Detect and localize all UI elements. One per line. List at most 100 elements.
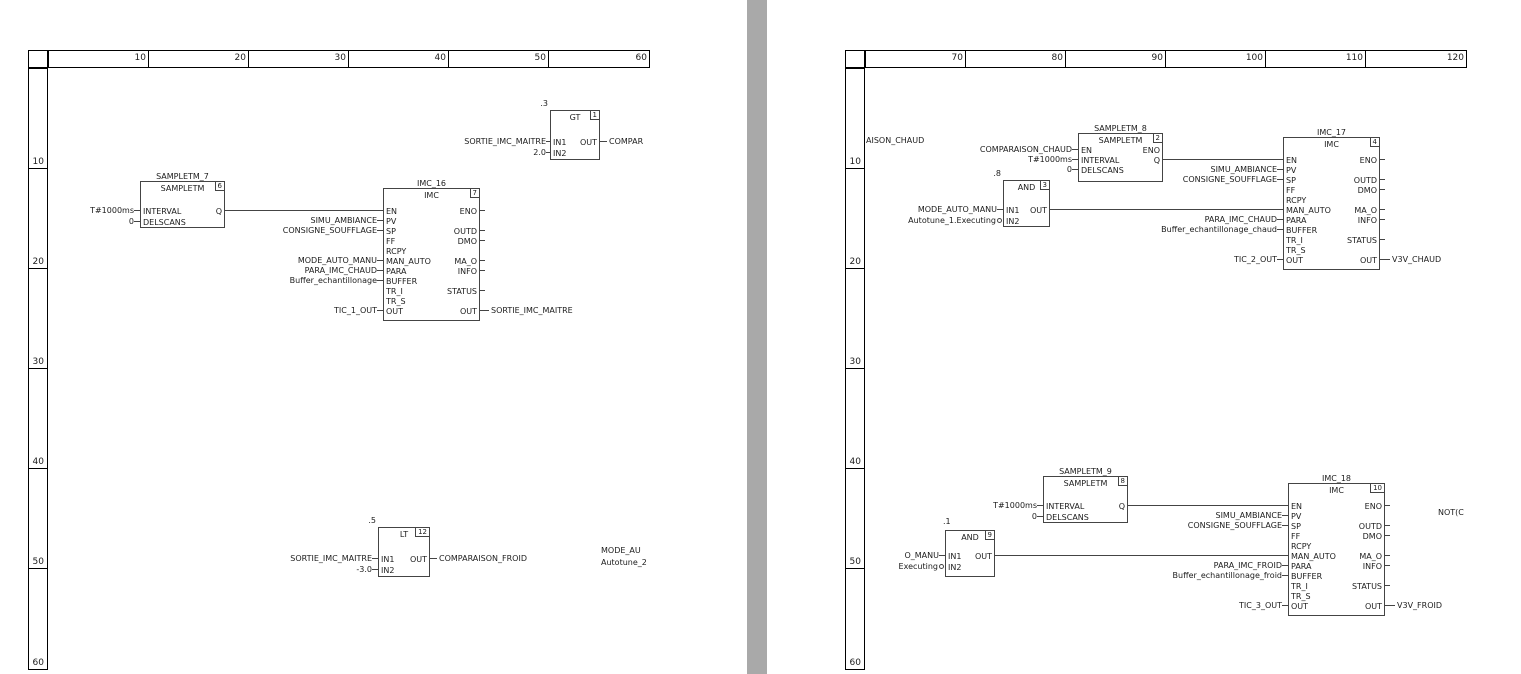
ruler-tick: 20 — [29, 169, 47, 269]
operand-label[interactable]: COMPAR — [609, 137, 644, 146]
operand-label[interactable]: COMPARAISON_FROID — [439, 554, 527, 563]
operand-label[interactable]: Buffer_echantillonage_chaud — [1161, 225, 1277, 234]
operand-label[interactable]: 0 — [1066, 165, 1072, 174]
pin-rcpy: RCPY — [1286, 196, 1307, 205]
operand-label[interactable]: CONSIGNE_SOUFFLAGE — [282, 226, 377, 235]
ruler-corner — [845, 50, 865, 68]
operand-label[interactable]: TIC_1_OUT — [334, 306, 377, 315]
and-ref-label: .1 — [943, 517, 951, 526]
operand-label[interactable]: SORTIE_IMC_MAITRE — [491, 306, 573, 315]
clipped-operand-label[interactable]: Autotune_2 — [601, 558, 647, 567]
ruler-tick: 30 — [846, 269, 864, 369]
pin-q: Q — [1153, 156, 1160, 165]
operand-label[interactable]: 0 — [1031, 512, 1037, 521]
ruler-tick: 40 — [846, 369, 864, 469]
operand-label[interactable]: CONSIGNE_SOUFFLAGE — [1187, 521, 1282, 530]
block-lt[interactable]: 12 LT IN1 IN2 OUT — [378, 527, 430, 577]
wire — [1282, 575, 1288, 576]
block-sampletm-9[interactable]: 8 SAMPLETM INTERVAL Q DELSCANS — [1043, 476, 1128, 523]
wire — [480, 290, 485, 291]
wire — [1277, 259, 1283, 260]
block-imc-16[interactable]: 7 IMC EN PV SP FF RCPY MAN_AUTO PARA BUF… — [383, 188, 480, 321]
clipped-operand-label[interactable]: MODE_AU — [601, 546, 641, 555]
pin-info: INFO — [457, 267, 477, 276]
operand-label[interactable]: SORTIE_IMC_MAITRE — [290, 554, 372, 563]
wire — [1277, 169, 1283, 170]
pin-q: Q — [1118, 502, 1125, 511]
ruler-tick: 10 — [29, 69, 47, 169]
exec-number: 4 — [1369, 138, 1379, 147]
block-and-3[interactable]: 3 AND IN1 IN2 OUT — [1003, 180, 1050, 227]
wire — [1128, 505, 1288, 506]
pin-para: PARA — [386, 267, 407, 276]
pin-eno: ENO — [1142, 146, 1160, 155]
operand-label[interactable]: TIC_2_OUT — [1234, 255, 1277, 264]
block-sampletm-8[interactable]: 2 SAMPLETM EN ENO INTERVAL Q DELSCANS — [1078, 133, 1163, 182]
pin-info: INFO — [1357, 216, 1377, 225]
ruler-tick: 120 — [1446, 53, 1464, 63]
block-instance-name[interactable]: IMC_16 — [416, 179, 447, 188]
operand-label[interactable]: SIMU_AMBIANCE — [310, 216, 377, 225]
operand-label[interactable]: -3.0 — [356, 565, 372, 574]
pin-dmo: DMO — [1357, 186, 1377, 195]
operand-label[interactable]: 2.0 — [533, 148, 546, 157]
block-imc-18[interactable]: 10 IMC EN PV SP FF RCPY MAN_AUTO PARA BU… — [1288, 483, 1385, 616]
operand-label[interactable]: SIMU_AMBIANCE — [1210, 165, 1277, 174]
block-and-9[interactable]: 9 AND IN1 IN2 OUT — [945, 530, 995, 577]
pin-rcpy: RCPY — [386, 247, 407, 256]
ruler-tick: 70 — [866, 51, 966, 67]
block-instance-name[interactable]: SAMPLETM_8 — [1094, 124, 1147, 133]
wire — [1385, 565, 1390, 566]
wire — [134, 221, 140, 222]
operand-label[interactable]: V3V_CHAUD — [1392, 255, 1442, 264]
operand-label[interactable]: T#1000ms — [90, 206, 134, 215]
operand-label[interactable]: T#1000ms — [1028, 155, 1072, 164]
block-gt[interactable]: 1 GT IN1 IN2 OUT — [550, 110, 600, 160]
block-instance-name[interactable]: IMC_17 — [1316, 128, 1347, 137]
pin-outd: OUTD — [1353, 176, 1377, 185]
pin-sp: SP — [386, 227, 396, 236]
clipped-operand-label[interactable]: O_MANU — [904, 551, 939, 560]
pin-out: OUT — [974, 552, 992, 561]
operand-label[interactable]: SIMU_AMBIANCE — [1215, 511, 1282, 520]
operand-label[interactable]: PARA_IMC_FROID — [1213, 561, 1282, 570]
operand-label[interactable]: T#1000ms — [993, 501, 1037, 510]
pin-para: PARA — [1286, 216, 1307, 225]
operand-label[interactable]: COMPARAISON_CHAUD — [979, 145, 1072, 154]
block-sampletm-7[interactable]: 6 SAMPLETM INTERVAL Q DELSCANS — [140, 181, 225, 228]
pin-out-in: OUT — [386, 307, 404, 316]
block-instance-name[interactable]: SAMPLETM_9 — [1059, 467, 1112, 476]
operand-label[interactable]: 0 — [128, 217, 134, 226]
wire — [377, 270, 383, 271]
operand-label[interactable]: Buffer_echantillonage — [289, 276, 377, 285]
wire — [372, 558, 378, 559]
pin-ff: FF — [1286, 186, 1296, 195]
wire — [546, 152, 550, 153]
operand-label[interactable]: MODE_AUTO_MANU — [297, 256, 377, 265]
clipped-operand-label[interactable]: Executing — [898, 562, 938, 571]
pin-delscans: DELSCANS — [143, 218, 186, 227]
operand-label[interactable]: Autotune_1.Executing — [908, 216, 996, 225]
wire — [480, 260, 485, 261]
gt-ref-label: .3 — [540, 99, 548, 108]
operand-label[interactable]: SORTIE_IMC_MAITRE — [464, 137, 546, 146]
operand-label[interactable]: Buffer_echantillonage_froid — [1172, 571, 1282, 580]
pin-in2: IN2 — [381, 566, 395, 575]
clipped-operand-label[interactable]: AISON_CHAUD — [866, 136, 925, 145]
wire — [1282, 515, 1288, 516]
wire — [1277, 219, 1283, 220]
operand-label[interactable]: PARA_IMC_CHAUD — [1204, 215, 1277, 224]
block-instance-name[interactable]: SAMPLETM_7 — [156, 172, 209, 181]
operand-label[interactable]: TIC_3_OUT — [1239, 601, 1282, 610]
operand-label[interactable]: CONSIGNE_SOUFFLAGE — [1182, 175, 1277, 184]
wire — [1380, 259, 1390, 260]
block-imc-17[interactable]: 4 IMC EN PV SP FF RCPY MAN_AUTO PARA BUF… — [1283, 137, 1380, 270]
block-type-label: LT — [399, 530, 409, 539]
operand-label[interactable]: PARA_IMC_CHAUD — [304, 266, 377, 275]
operand-label[interactable]: MODE_AUTO_MANU — [917, 205, 997, 214]
wire — [1385, 525, 1390, 526]
vertical-ruler: 10 20 30 40 50 60 — [28, 68, 48, 670]
block-instance-name[interactable]: IMC_18 — [1321, 474, 1352, 483]
clipped-operand-label[interactable]: NOT(C — [1438, 508, 1464, 517]
operand-label[interactable]: V3V_FROID — [1397, 601, 1443, 610]
